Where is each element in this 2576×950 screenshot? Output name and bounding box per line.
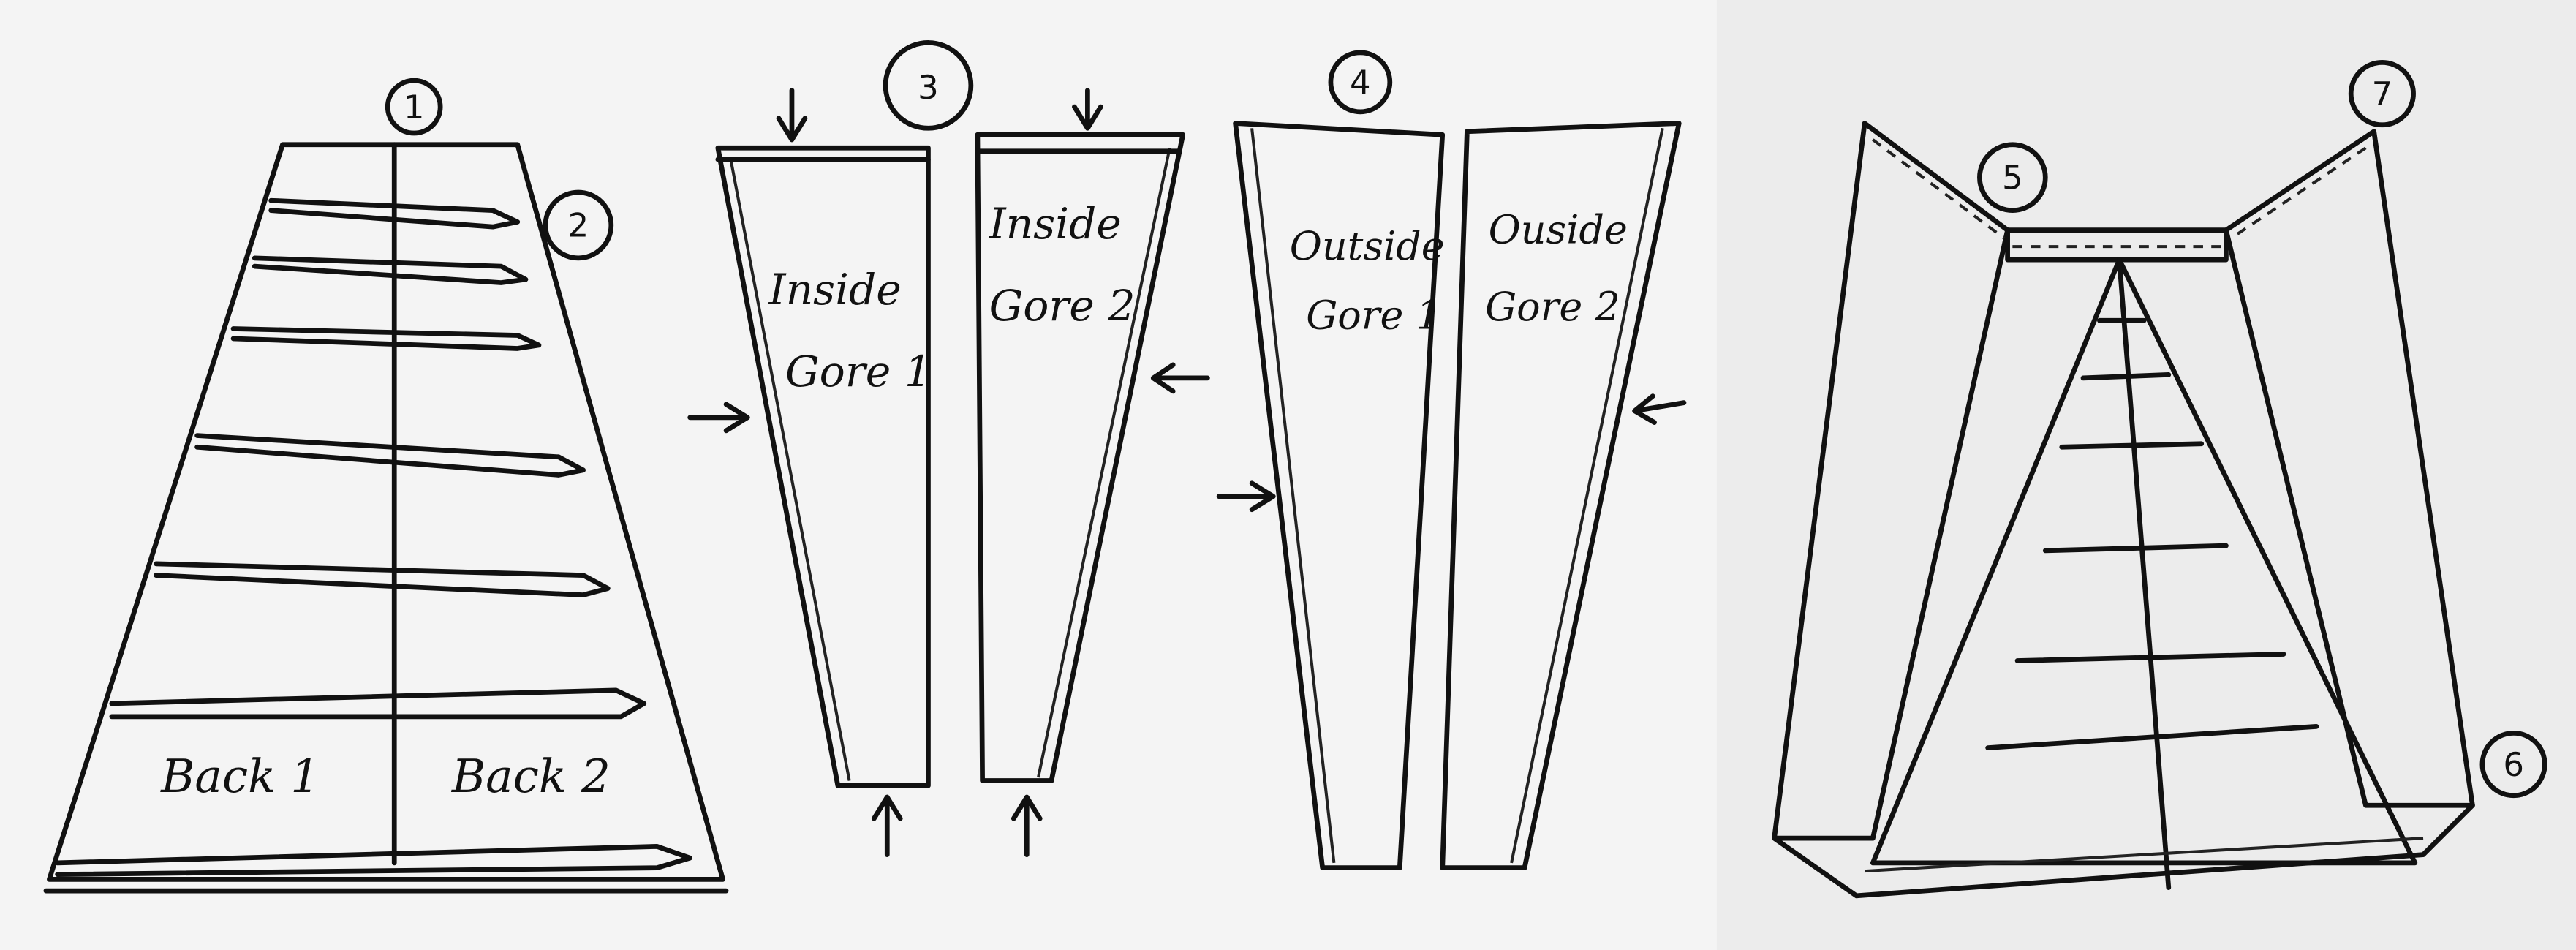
arrow-icons [687,88,1210,858]
outside-gore-1-line2: Gore 1 [1306,292,1441,338]
inside-gores: Inside Gore 1 Inside Gore 2 [687,88,1210,858]
back-1-label: Back 1 [160,750,320,803]
step-2: 2 [568,206,589,245]
ladder-rungs [1985,317,2319,750]
outside-gore-2-line1: Ouside [1489,207,1628,253]
arrow-icon [1216,480,1276,513]
back-2-label: Back 2 [451,750,611,803]
arrow-icon [1632,393,1687,425]
inside-gore-1-line2: Gore 1 [785,347,932,396]
step-7: 7 [2372,75,2393,113]
step-markers: 1 2 3 4 5 6 7 [385,40,2547,799]
step-3: 3 [918,68,939,107]
back-panel: Back 1 Back 2 [43,142,729,894]
outside-gores: Outside Gore 1 Ouside Gore 2 [1216,121,1687,871]
outside-gore-2-line2: Gore 2 [1485,284,1620,330]
step-5: 5 [2002,158,2023,197]
step-4: 4 [1350,63,1371,102]
inside-gore-2-line2: Gore 2 [989,281,1136,331]
outside-gore-1-line1: Outside [1290,223,1445,269]
step-6: 6 [2503,745,2524,784]
inside-gore-2-line1: Inside [989,199,1122,249]
hanger-bars [55,197,693,877]
inside-gore-1-line1: Inside [768,265,902,314]
assembled-view [1772,121,2475,899]
step-1: 1 [404,88,425,127]
